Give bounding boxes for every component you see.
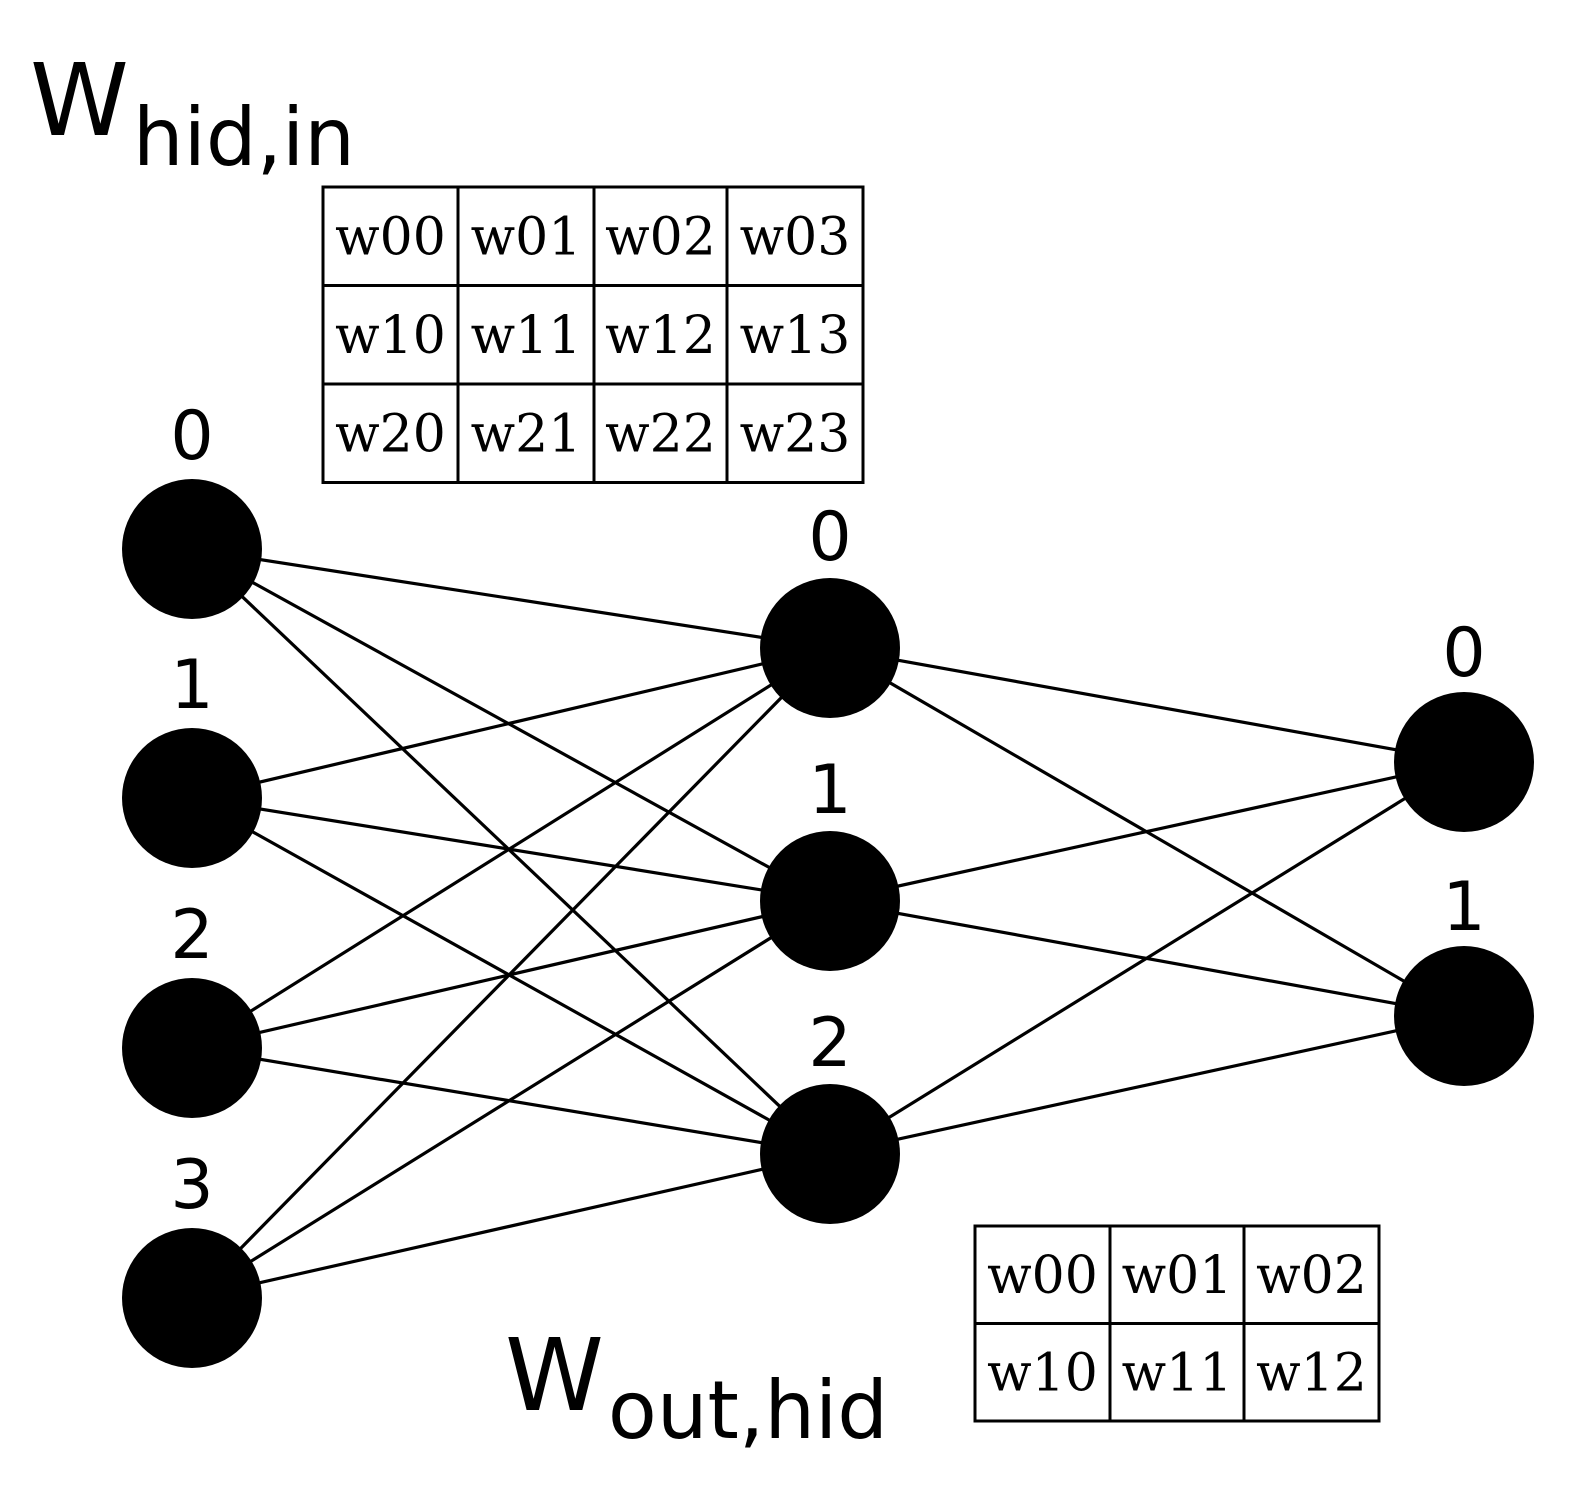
weight-matrix-out-hid: w00 w01 w02 w10 w11 w12 bbox=[973, 1224, 1381, 1423]
edge-hidden-2-to-output-1 bbox=[829, 1014, 1465, 1156]
w-out-hid-cell-text-1-2: w12 bbox=[1256, 1343, 1367, 1403]
input-node-3 bbox=[122, 1228, 262, 1368]
input-node-label-1: 1 bbox=[170, 646, 213, 725]
w-hid-in-cell-1-2 bbox=[592, 284, 729, 386]
weight-matrix-hid-in: w00 w01 w02 w03 w10 w11 w12 w13 w20 w21 w22 w23 bbox=[321, 185, 865, 484]
edge-input-0-to-hidden-0 bbox=[191, 547, 831, 650]
w-hid-in-cell-2-1 bbox=[456, 382, 596, 484]
w-hid-in-title: Whid,in bbox=[30, 42, 355, 184]
connection-edges bbox=[190, 547, 1465, 1300]
w-out-hid-title: Wout,hid bbox=[505, 1317, 888, 1457]
edge-input-0-to-hidden-2 bbox=[190, 547, 832, 1156]
w-out-hid-subscript: out,hid bbox=[608, 1364, 888, 1457]
w-out-hid-cell-text-0-1: w01 bbox=[1122, 1246, 1233, 1306]
w-out-hid-cell-text-1-1: w11 bbox=[1122, 1343, 1233, 1403]
w-out-hid-cell-text-0-2: w02 bbox=[1256, 1246, 1367, 1306]
w-out-hid-cell-1-2 bbox=[1242, 1322, 1381, 1423]
output-node-1 bbox=[1394, 946, 1534, 1086]
hidden-node-0 bbox=[760, 578, 900, 718]
w-hid-in-cell-text-1-3: w13 bbox=[740, 306, 851, 366]
w-out-hid-symbol: W bbox=[505, 1317, 604, 1434]
input-node-label-0: 0 bbox=[170, 397, 213, 476]
w-hid-in-subscript: hid,in bbox=[133, 91, 355, 184]
w-out-hid-cell-1-0 bbox=[973, 1322, 1112, 1423]
edge-input-3-to-hidden-2 bbox=[191, 1152, 831, 1300]
edge-hidden-0-to-output-0 bbox=[829, 646, 1465, 764]
hidden-node-label-1: 1 bbox=[808, 751, 851, 830]
w-out-hid-cell-1-1 bbox=[1108, 1322, 1246, 1423]
edge-hidden-1-to-output-0 bbox=[829, 760, 1465, 903]
edge-input-2-to-hidden-0 bbox=[191, 646, 831, 1050]
w-hid-in-cell-text-0-0: w00 bbox=[335, 207, 446, 267]
input-node-2 bbox=[122, 978, 262, 1118]
w-hid-in-cell-0-2 bbox=[592, 185, 729, 287]
w-hid-in-cell-text-0-3: w03 bbox=[740, 207, 851, 267]
w-hid-in-cell-text-1-1: w11 bbox=[471, 306, 582, 366]
output-node-label-1: 1 bbox=[1442, 868, 1485, 947]
w-out-hid-cell-text-1-0: w10 bbox=[987, 1343, 1098, 1403]
w-hid-in-cell-text-0-1: w01 bbox=[471, 207, 582, 267]
w-hid-in-cell-text-2-0: w20 bbox=[335, 404, 446, 464]
w-hid-in-cell-text-1-0: w10 bbox=[335, 306, 446, 366]
edge-input-3-to-hidden-0 bbox=[190, 646, 832, 1300]
w-hid-in-cell-text-1-2: w12 bbox=[605, 306, 716, 366]
edge-input-1-to-hidden-0 bbox=[191, 646, 831, 800]
hidden-node-label-0: 0 bbox=[808, 498, 851, 577]
output-node-label-0: 0 bbox=[1442, 614, 1485, 693]
hidden-node-1 bbox=[760, 831, 900, 971]
w-hid-in-symbol: W bbox=[30, 42, 129, 159]
w-out-hid-cell-0-2 bbox=[1242, 1224, 1381, 1325]
w-hid-in-cell-0-1 bbox=[456, 185, 596, 287]
edge-input-0-to-hidden-1 bbox=[191, 547, 831, 903]
w-hid-in-cell-text-2-1: w21 bbox=[471, 404, 582, 464]
w-hid-in-cell-0-3 bbox=[725, 185, 865, 287]
edge-input-3-to-hidden-1 bbox=[191, 899, 831, 1300]
w-hid-in-cell-2-3 bbox=[725, 382, 865, 484]
input-node-label-2: 2 bbox=[170, 896, 213, 975]
input-node-0 bbox=[122, 479, 262, 619]
network-nodes bbox=[122, 479, 1534, 1368]
w-hid-in-cell-text-0-2: w02 bbox=[605, 207, 716, 267]
edge-hidden-2-to-output-0 bbox=[829, 760, 1465, 1156]
hidden-node-2 bbox=[760, 1084, 900, 1224]
w-out-hid-cell-0-1 bbox=[1108, 1224, 1246, 1325]
w-hid-in-cell-1-0 bbox=[321, 284, 460, 386]
w-hid-in-cell-text-2-3: w23 bbox=[740, 404, 851, 464]
input-node-1 bbox=[122, 728, 262, 868]
w-hid-in-cell-text-2-2: w22 bbox=[605, 404, 716, 464]
hidden-node-label-2: 2 bbox=[808, 1004, 851, 1083]
w-hid-in-cell-1-3 bbox=[725, 284, 865, 386]
node-labels: 0 1 2 3 0 1 2 0 1 bbox=[170, 397, 1485, 1225]
input-node-label-3: 3 bbox=[170, 1146, 213, 1225]
output-node-0 bbox=[1394, 692, 1534, 832]
w-hid-in-cell-1-1 bbox=[456, 284, 596, 386]
w-out-hid-cell-text-0-0: w00 bbox=[987, 1246, 1098, 1306]
w-out-hid-cell-0-0 bbox=[973, 1224, 1112, 1325]
w-hid-in-cell-2-2 bbox=[592, 382, 729, 484]
